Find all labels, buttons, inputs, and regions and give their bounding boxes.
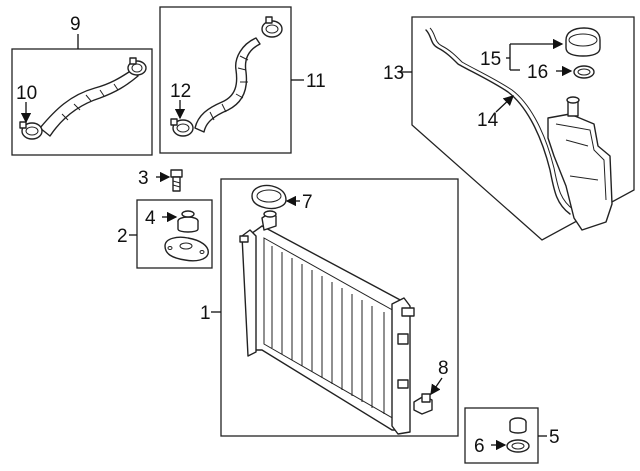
radiator-group xyxy=(211,178,459,437)
upper-hose xyxy=(194,37,261,133)
cap-seal-16 xyxy=(573,65,595,79)
callout-6: 6 xyxy=(474,436,485,457)
drain-plug-8 xyxy=(413,393,433,415)
radiator-box xyxy=(220,178,459,437)
bolt xyxy=(156,169,183,192)
callout-3: 3 xyxy=(138,168,149,189)
hose-clamp-lower-left xyxy=(19,121,43,140)
callout-9: 9 xyxy=(70,14,81,35)
callout-8: 8 xyxy=(438,358,449,379)
mount-bushing xyxy=(177,210,199,233)
mount-box xyxy=(136,199,213,269)
grommet-upper xyxy=(509,417,527,434)
callout-16: 16 xyxy=(527,62,548,83)
callout-10: 10 xyxy=(16,83,37,104)
callout-2: 2 xyxy=(117,226,128,247)
lower-hose-box xyxy=(11,48,153,156)
radiator-right-tank xyxy=(391,297,411,435)
callout-1: 1 xyxy=(200,303,211,324)
callout-11: 11 xyxy=(306,71,326,92)
callout-8-arrow xyxy=(430,377,443,396)
reservoir-cap-15 xyxy=(565,27,601,57)
overflow-hose-14 xyxy=(425,27,575,215)
radiator xyxy=(239,210,415,435)
mount-group xyxy=(129,199,213,269)
lower-hose-group xyxy=(11,34,153,156)
radiator-left-tank xyxy=(241,229,257,357)
hose-clamp-upper-bottom xyxy=(170,118,194,137)
callout-12: 12 xyxy=(170,81,191,102)
reservoir-group xyxy=(400,16,635,241)
grommet-washer-6 xyxy=(506,439,530,453)
hose-clamp-lower-right xyxy=(127,57,147,76)
hose-clamp-upper-top xyxy=(261,16,283,38)
upper-hose-group xyxy=(159,6,304,154)
callout-4: 4 xyxy=(145,208,156,229)
callout-14: 14 xyxy=(477,110,499,131)
reservoir-tank xyxy=(547,96,613,231)
callout-15: 15 xyxy=(480,49,501,70)
lower-hose xyxy=(39,69,139,137)
callout-5: 5 xyxy=(549,427,560,448)
grommet-group xyxy=(464,407,547,464)
mount-bracket xyxy=(164,236,209,262)
callout-13: 13 xyxy=(383,63,404,84)
callout-14-arrow xyxy=(495,95,514,113)
callout-7: 7 xyxy=(302,192,313,213)
radiator-cap-7 xyxy=(251,184,287,210)
